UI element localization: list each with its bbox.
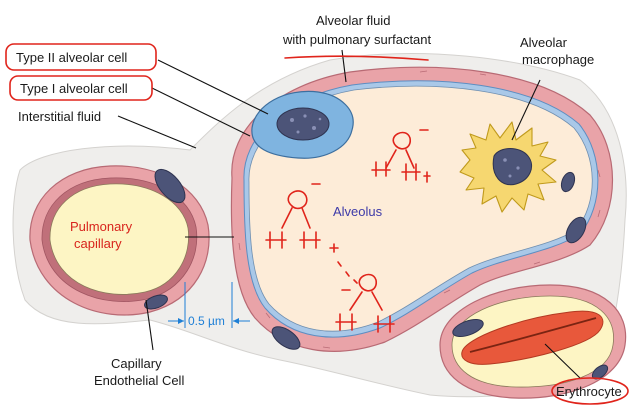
endothelial-label-2: Endothelial Cell bbox=[94, 373, 184, 388]
endothelial-label-1: Capillary bbox=[111, 356, 162, 371]
erythrocyte-capillary bbox=[439, 284, 627, 399]
leader-lines bbox=[117, 49, 581, 379]
type2-cell-label: Type II alveolar cell bbox=[16, 50, 127, 65]
alveolar-macrophage bbox=[459, 121, 557, 213]
wall-nuclei bbox=[271, 171, 587, 350]
alveolus-label: Alveolus bbox=[333, 204, 383, 219]
distance-marker bbox=[168, 282, 250, 328]
type1-cell-label: Type I alveolar cell bbox=[20, 81, 128, 96]
type1-label-highlight-box bbox=[9, 75, 153, 101]
erythrocyte-label: Erythrocyte bbox=[556, 384, 622, 399]
capillary-label-1: Pulmonary bbox=[70, 219, 133, 234]
surfactant-underline bbox=[284, 55, 429, 61]
alveolar-fluid-label-1: Alveolar fluid bbox=[316, 13, 390, 28]
water-molecule-2 bbox=[371, 129, 431, 183]
water-molecule-1 bbox=[265, 183, 339, 253]
macrophage-label-2: macrophage bbox=[522, 52, 594, 67]
alveolar-fluid-label-2: with pulmonary surfactant bbox=[282, 32, 432, 47]
macrophage-label-1: Alveolar bbox=[520, 35, 568, 50]
type2-label-highlight-box bbox=[5, 43, 157, 71]
pulmonary-capillary bbox=[29, 165, 210, 316]
erythrocyte-cell bbox=[461, 310, 604, 365]
erythrocyte-label-circle bbox=[551, 377, 629, 405]
type2-alveolar-cell bbox=[251, 90, 354, 159]
interstitial-fluid-label: Interstitial fluid bbox=[18, 109, 101, 124]
distance-label: 0.5 µm bbox=[188, 314, 225, 328]
water-molecule-3 bbox=[335, 261, 395, 333]
capillary-label-2: capillary bbox=[74, 236, 122, 251]
